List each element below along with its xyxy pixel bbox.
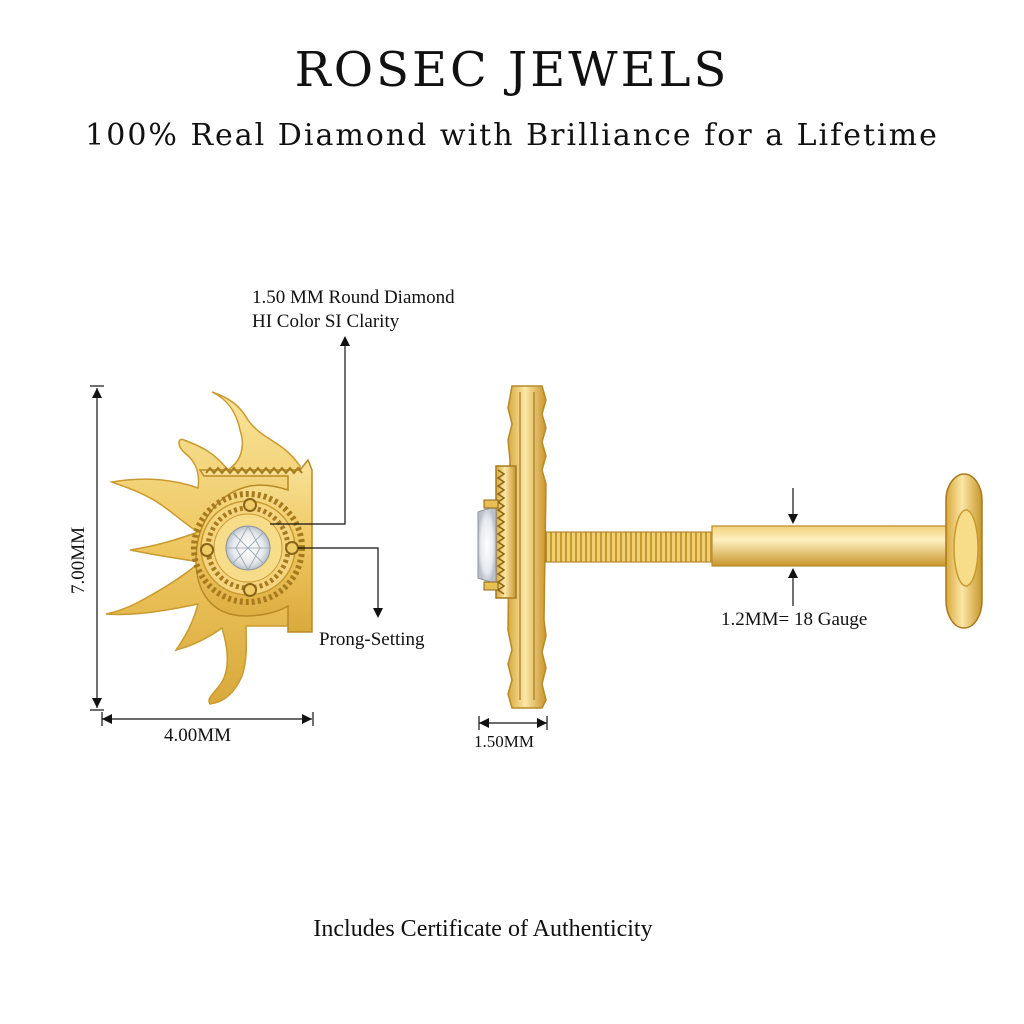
width-dimension: [101, 712, 314, 726]
certificate-note: Includes Certificate of Authenticity: [313, 916, 653, 942]
side-view-stud: [477, 385, 983, 709]
diamond-callout: [270, 336, 350, 525]
front-view-stud: [105, 391, 313, 705]
prong-bottom: [243, 583, 257, 597]
prong-right: [285, 541, 299, 555]
side-prong-bottom: [483, 581, 499, 591]
diamond-facets: [226, 525, 270, 571]
brand-title: ROSEC JEWELS: [294, 42, 730, 98]
stone-label-line2: HI Color SI Clarity: [252, 311, 400, 332]
prong-callout: [298, 547, 383, 618]
prong-left: [200, 543, 214, 557]
gauge-label: 1.2MM= 18 Gauge: [721, 609, 867, 630]
thickness-dimension: [478, 716, 548, 730]
top-zigzag: [205, 466, 303, 475]
setting-label: Prong-Setting: [319, 629, 425, 650]
side-prong-top: [483, 499, 499, 509]
gauge-dimension: [788, 488, 798, 606]
prong-top: [243, 498, 257, 512]
disc-face: [953, 509, 979, 587]
labret-shaft: [711, 525, 949, 567]
side-diamond: [477, 505, 497, 585]
width-label: 4.00MM: [164, 725, 231, 746]
height-dimension: [90, 385, 104, 711]
height-label: 7.00MM: [68, 527, 89, 594]
stone-label-line1: 1.50 MM Round Diamond: [252, 287, 455, 308]
bezel-serration: [496, 469, 506, 595]
threaded-post: [545, 531, 715, 563]
tagline: 100% Real Diamond with Brilliance for a …: [85, 118, 939, 153]
thickness-label: 1.50MM: [474, 732, 534, 751]
side-plate-grooves: [519, 392, 535, 700]
